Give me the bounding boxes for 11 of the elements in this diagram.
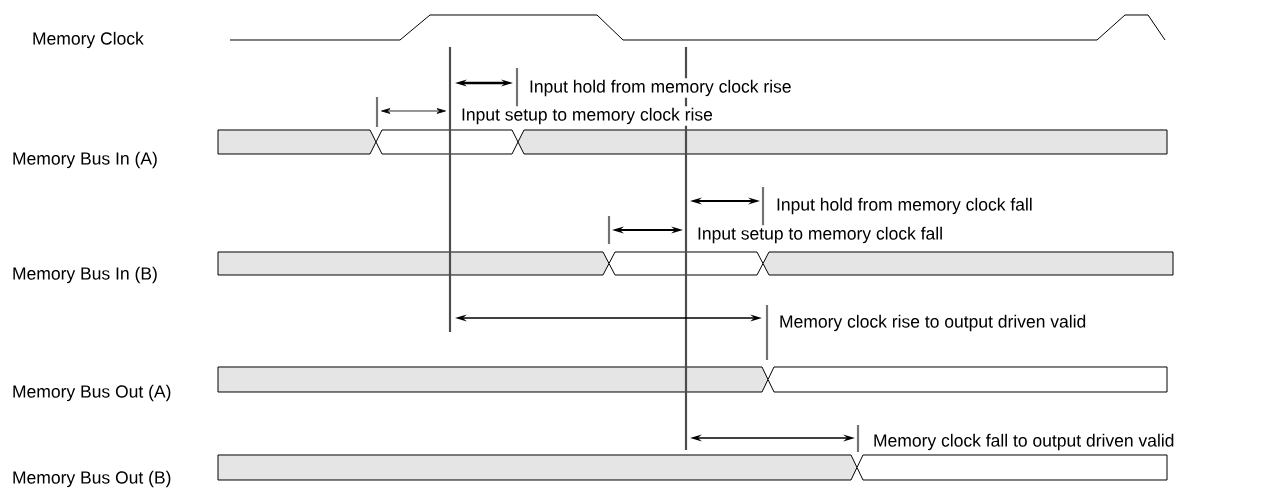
signal-name: Memory Bus Out (A)	[10, 383, 174, 403]
timing-label: Input setup to memory clock fall	[695, 225, 945, 245]
timing-label: Memory clock fall to output driven valid	[871, 432, 1177, 452]
timing-label: Input setup to memory clock rise	[459, 106, 715, 126]
timing-label: Memory clock rise to output driven valid	[777, 313, 1088, 333]
signal-name: Memory Bus In (A)	[10, 150, 160, 170]
signal-name: Memory Bus Out (B)	[10, 469, 174, 489]
signal-name: Memory Bus In (B)	[10, 265, 160, 285]
signal-name: Memory Clock	[30, 30, 146, 50]
timing-label: Input hold from memory clock fall	[774, 196, 1035, 216]
timing-label: Input hold from memory clock rise	[527, 78, 794, 98]
